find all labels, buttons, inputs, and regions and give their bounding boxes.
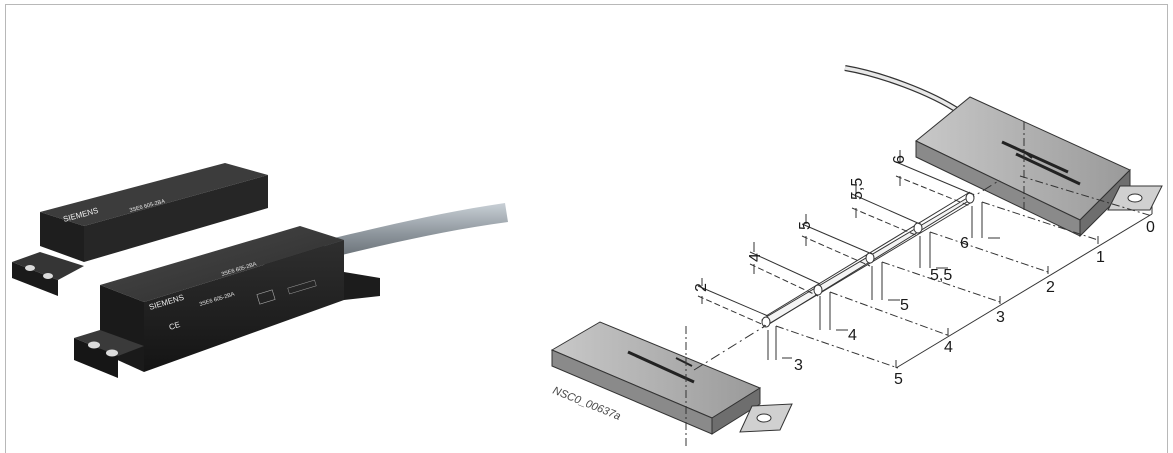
product-photo: SIEMENS 3SE6 605-2BA SIEMENS 3SE6 605-2B… (12, 163, 508, 378)
ce-mark: CE (168, 320, 181, 332)
dimension-labels: 2 4 5 5,5 6 3 4 5 5,5 6 0 1 2 3 4 5 (693, 155, 1155, 388)
horizontal-offsets (767, 175, 1153, 369)
scale-label-1: 1 (1096, 249, 1105, 266)
top-label-2: 4 (747, 253, 764, 262)
sensor-drawing (844, 65, 1163, 238)
scale-label-4: 4 (944, 339, 953, 356)
top-label-3: 5 (797, 221, 814, 230)
dimension-drawing: NSC0_00637a (551, 65, 1163, 446)
side-label-3: 5 (900, 297, 909, 314)
scale-label-5: 5 (894, 371, 903, 388)
top-label-4: 5,5 (849, 178, 866, 200)
side-label-1: 3 (794, 357, 803, 374)
side-label-2: 4 (848, 327, 857, 344)
scale-label-2: 2 (1046, 279, 1055, 296)
top-label-1: 2 (693, 283, 710, 292)
magnet-drawing: NSC0_00637a (551, 321, 793, 446)
top-label-5: 6 (891, 155, 908, 164)
magnet-actuator: SIEMENS 3SE6 605-2BA (12, 163, 268, 296)
switching-axis (693, 179, 1001, 371)
side-label-4: 5,5 (930, 267, 952, 284)
scale-label-3: 3 (996, 309, 1005, 326)
side-label-5: 6 (960, 235, 969, 252)
vertical-offsets (697, 150, 973, 327)
sensor-unit: SIEMENS 3SE6 605-2BA 3SE6 605-2BA CE (74, 226, 380, 378)
scale-label-0: 0 (1146, 219, 1155, 236)
